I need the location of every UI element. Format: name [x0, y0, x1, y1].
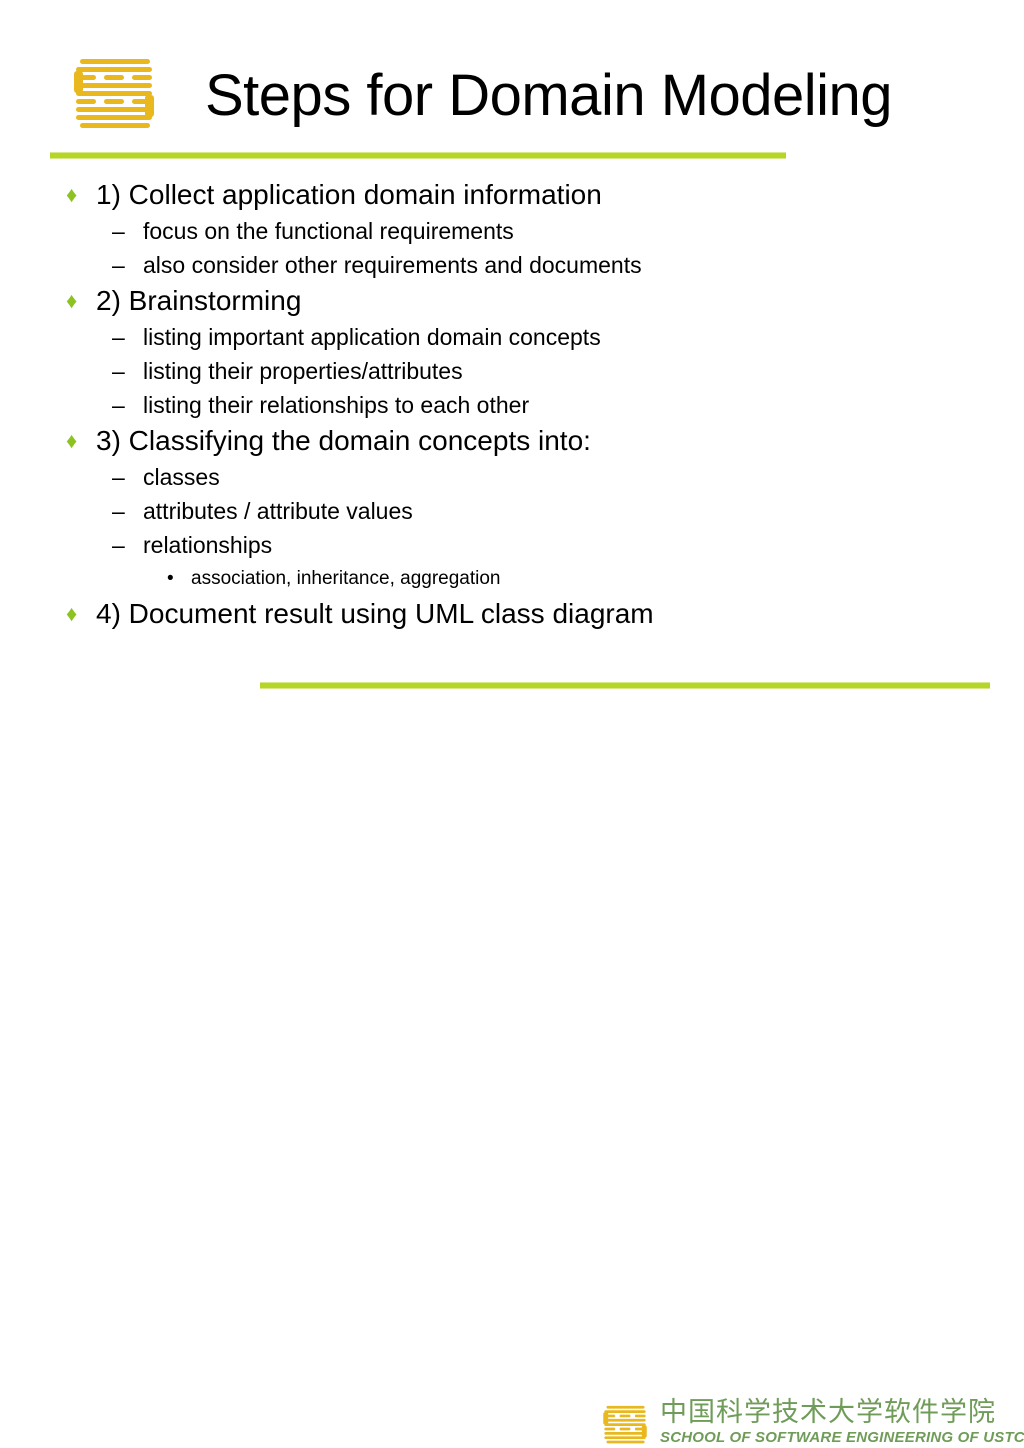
- footer-institution: 中国科学技术大学软件学院 SCHOOL OF SOFTWARE ENGINEER…: [660, 1396, 1024, 1448]
- bullet-marker-level1-icon: ♦: [66, 601, 78, 626]
- outline-item-level2: –classes: [0, 460, 1024, 494]
- outline-item-level3: • association, inheritance, aggregation: [0, 562, 1024, 595]
- footer-institution-chinese: 中国科学技术大学软件学院: [660, 1397, 996, 1427]
- bullet-marker-level2-icon: –: [112, 218, 125, 244]
- slide-body: ♦ 1) Collect application domain informati…: [0, 176, 1024, 633]
- bullet-marker-level2-icon: –: [112, 358, 125, 384]
- bullet-marker-level2-icon: –: [112, 498, 125, 524]
- ustc-sse-striped-s-logo-icon: [68, 57, 160, 135]
- outline-item-label: 1) Collect application domain informatio…: [96, 179, 602, 210]
- outline-item-level2: –focus on the functional requirements: [0, 214, 1024, 248]
- bullet-marker-level2-icon: –: [112, 532, 125, 558]
- outline-list: ♦ 1) Collect application domain informati…: [0, 176, 1024, 633]
- footer-institution-english: SCHOOL OF SOFTWARE ENGINEERING OF USTC: [660, 1429, 1024, 1446]
- outline-item-level2: –listing important application domain co…: [0, 320, 1024, 354]
- slide-header: Steps for Domain Modeling: [0, 0, 1024, 150]
- outline-item-label: 2) Brainstorming: [96, 285, 302, 316]
- outline-item-label: attributes / attribute values: [143, 498, 413, 524]
- outline-item-label: 3) Classifying the domain concepts into:: [96, 425, 591, 456]
- bullet-marker-level1-icon: ♦: [66, 288, 78, 313]
- bullet-marker-level2-icon: –: [112, 392, 125, 418]
- outline-item-label: focus on the functional requirements: [143, 218, 514, 244]
- outline-item-level1: ♦ 4) Document result using UML class diag…: [0, 595, 1024, 633]
- outline-item-level2: –also consider other requirements and do…: [0, 248, 1024, 282]
- outline-item-level1: ♦ 2) Brainstorming: [0, 282, 1024, 320]
- outline-item-level2: –listing their relationships to each oth…: [0, 388, 1024, 422]
- outline-item-label: association, inheritance, aggregation: [191, 568, 501, 589]
- page-title: Steps for Domain Modeling: [205, 63, 893, 128]
- bullet-marker-level1-icon: ♦: [66, 182, 78, 207]
- footer-ustc-sse-striped-s-logo-icon: [600, 1404, 650, 1448]
- outline-item-level2: –listing their properties/attributes: [0, 354, 1024, 388]
- outline-item-level2: –attributes / attribute values: [0, 494, 1024, 528]
- bullet-marker-level2-icon: –: [112, 252, 125, 278]
- bullet-marker-level1-icon: ♦: [66, 428, 78, 453]
- bullet-marker-level3-icon: •: [167, 568, 174, 589]
- outline-item-label: classes: [143, 464, 220, 490]
- outline-item-label: 4) Document result using UML class diagr…: [96, 598, 654, 629]
- outline-item-label: listing their properties/attributes: [143, 358, 463, 384]
- footer-divider: [260, 682, 990, 689]
- outline-item-label: relationships: [143, 532, 273, 558]
- outline-item-label: also consider other requirements and doc…: [143, 252, 642, 278]
- slide-footer: 中国科学技术大学软件学院 SCHOOL OF SOFTWARE ENGINEER…: [0, 696, 1024, 1446]
- outline-item-label: listing their relationships to each othe…: [143, 392, 530, 418]
- bullet-marker-level2-icon: –: [112, 464, 125, 490]
- header-divider: [50, 152, 786, 159]
- outline-item-level1: ♦ 1) Collect application domain informati…: [0, 176, 1024, 214]
- outline-item-label: listing important application domain con…: [143, 324, 601, 350]
- outline-item-level1: ♦ 3) Classifying the domain concepts into…: [0, 422, 1024, 460]
- outline-item-level2: –relationships: [0, 528, 1024, 562]
- bullet-marker-level2-icon: –: [112, 324, 125, 350]
